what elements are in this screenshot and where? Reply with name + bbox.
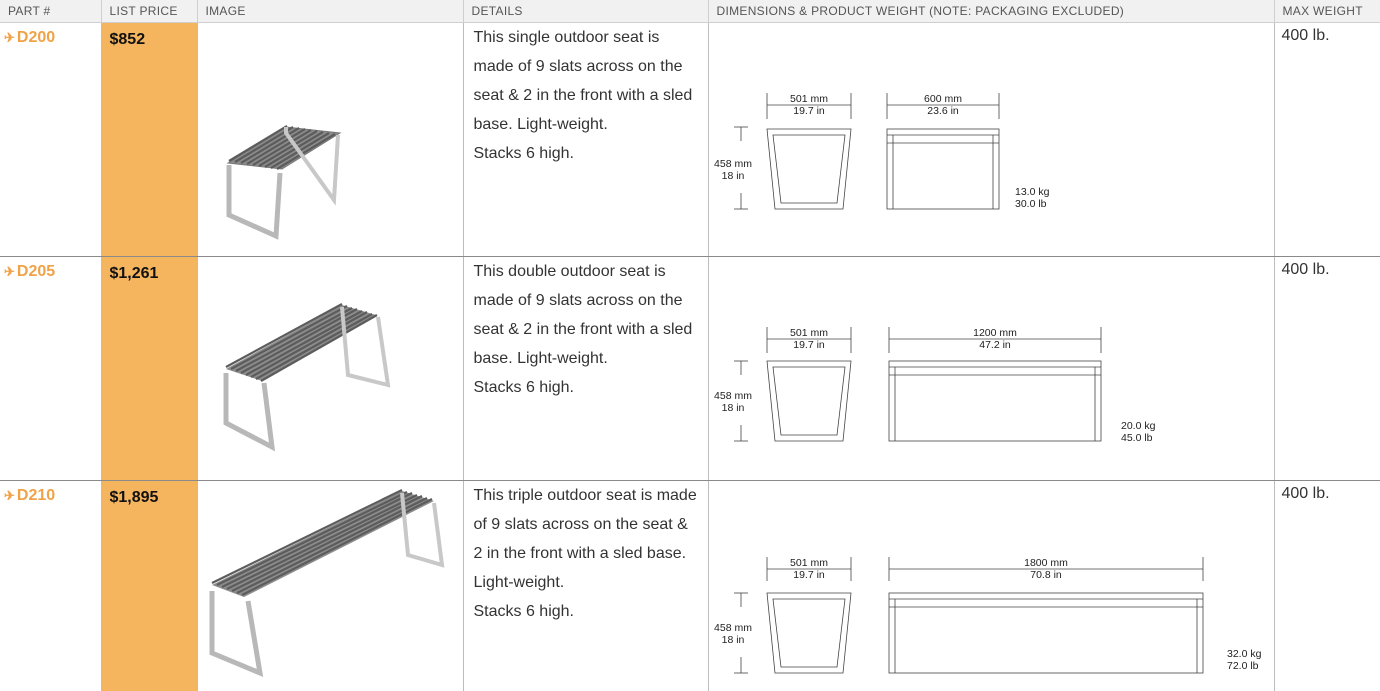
product-image: [197, 481, 463, 691]
airplane-icon: ✈: [4, 264, 15, 280]
height-in: 18 in: [721, 402, 744, 414]
part-number-link[interactable]: D200: [17, 29, 55, 46]
stack-info: Stacks 6 high.: [474, 139, 698, 168]
col-header-part: PART #: [0, 0, 101, 23]
dimension-drawing: 501 mm 19.7 in 1800 mm 70.8 in 458 mm 18…: [709, 481, 1275, 686]
product-description: This double outdoor seat is made of 9 sl…: [474, 263, 693, 367]
price-cell: $852: [101, 23, 197, 257]
col-header-price: LIST PRICE: [101, 0, 197, 23]
max-weight-cell: 400 lb.: [1274, 23, 1380, 257]
weight-lb: 45.0 lb: [1121, 432, 1153, 444]
list-price: $852: [110, 31, 146, 48]
depth-in: 19.7 in: [793, 569, 825, 581]
header-row: PART # LIST PRICE IMAGE DETAILS DIMENSIO…: [0, 0, 1380, 23]
product-image: [197, 23, 463, 257]
dimensions-cell: 501 mm 19.7 in 1200 mm 47.2 in 458 mm 18…: [708, 257, 1274, 481]
part-number-link[interactable]: D210: [17, 487, 55, 504]
details-cell: This triple outdoor seat is made of 9 sl…: [463, 481, 708, 691]
col-header-dims: DIMENSIONS & PRODUCT WEIGHT (NOTE: PACKA…: [708, 0, 1274, 23]
width-mm: 1800 mm: [1024, 557, 1068, 569]
table-row: ✈D210 $1,895 This triple outdoor: [0, 481, 1380, 691]
width-mm: 600 mm: [924, 93, 962, 105]
depth-mm: 501 mm: [790, 557, 828, 569]
list-price: $1,895: [110, 489, 159, 506]
depth-mm: 501 mm: [790, 93, 828, 105]
col-header-details: DETAILS: [463, 0, 708, 23]
part-number-link[interactable]: D205: [17, 263, 55, 280]
col-header-max-weight: MAX WEIGHT: [1274, 0, 1380, 23]
part-cell[interactable]: ✈D205: [0, 257, 101, 481]
details-cell: This double outdoor seat is made of 9 sl…: [463, 257, 708, 481]
weight-kg: 13.0 kg: [1015, 186, 1050, 198]
part-cell[interactable]: ✈D210: [0, 481, 101, 691]
height-mm: 458 mm: [714, 158, 752, 170]
max-weight-cell: 400 lb.: [1274, 257, 1380, 481]
height-in: 18 in: [721, 634, 744, 646]
width-in: 70.8 in: [1030, 569, 1062, 581]
table-row: ✈D205 $1,261 This double outdoor: [0, 257, 1380, 481]
dimension-drawing: 501 mm 19.7 in 600 mm 23.6 in 458 mm 18 …: [709, 23, 1275, 251]
depth-mm: 501 mm: [790, 327, 828, 339]
dimensions-cell: 501 mm 19.7 in 1800 mm 70.8 in 458 mm 18…: [708, 481, 1274, 691]
weight-kg: 20.0 kg: [1121, 420, 1156, 432]
depth-in: 19.7 in: [793, 105, 825, 117]
col-header-image: IMAGE: [197, 0, 463, 23]
height-mm: 458 mm: [714, 390, 752, 402]
max-weight-cell: 400 lb.: [1274, 481, 1380, 691]
list-price: $1,261: [110, 265, 159, 282]
price-cell: $1,895: [101, 481, 197, 691]
max-weight: 400 lb.: [1282, 27, 1330, 44]
bench-double-image: [198, 257, 464, 475]
max-weight: 400 lb.: [1282, 261, 1330, 278]
weight-lb: 72.0 lb: [1227, 660, 1259, 672]
width-in: 23.6 in: [927, 105, 959, 117]
part-cell[interactable]: ✈D200: [0, 23, 101, 257]
dimension-drawing: 501 mm 19.7 in 1200 mm 47.2 in 458 mm 18…: [709, 257, 1275, 475]
width-mm: 1200 mm: [973, 327, 1017, 339]
depth-in: 19.7 in: [793, 339, 825, 351]
width-in: 47.2 in: [979, 339, 1011, 351]
airplane-icon: ✈: [4, 30, 15, 46]
bench-single-image: [198, 23, 464, 251]
max-weight: 400 lb.: [1282, 485, 1330, 502]
product-image: [197, 257, 463, 481]
bench-triple-image: [198, 481, 464, 686]
dimensions-cell: 501 mm 19.7 in 600 mm 23.6 in 458 mm 18 …: [708, 23, 1274, 257]
weight-lb: 30.0 lb: [1015, 198, 1047, 210]
price-cell: $1,261: [101, 257, 197, 481]
height-in: 18 in: [721, 170, 744, 182]
product-description: This single outdoor seat is made of 9 sl…: [474, 29, 693, 133]
height-mm: 458 mm: [714, 622, 752, 634]
stack-info: Stacks 6 high.: [474, 597, 698, 626]
product-description: This triple outdoor seat is made of 9 sl…: [474, 487, 697, 591]
stack-info: Stacks 6 high.: [474, 373, 698, 402]
airplane-icon: ✈: [4, 488, 15, 504]
details-cell: This single outdoor seat is made of 9 sl…: [463, 23, 708, 257]
table-row: ✈D200 $852: [0, 23, 1380, 257]
weight-kg: 32.0 kg: [1227, 648, 1262, 660]
